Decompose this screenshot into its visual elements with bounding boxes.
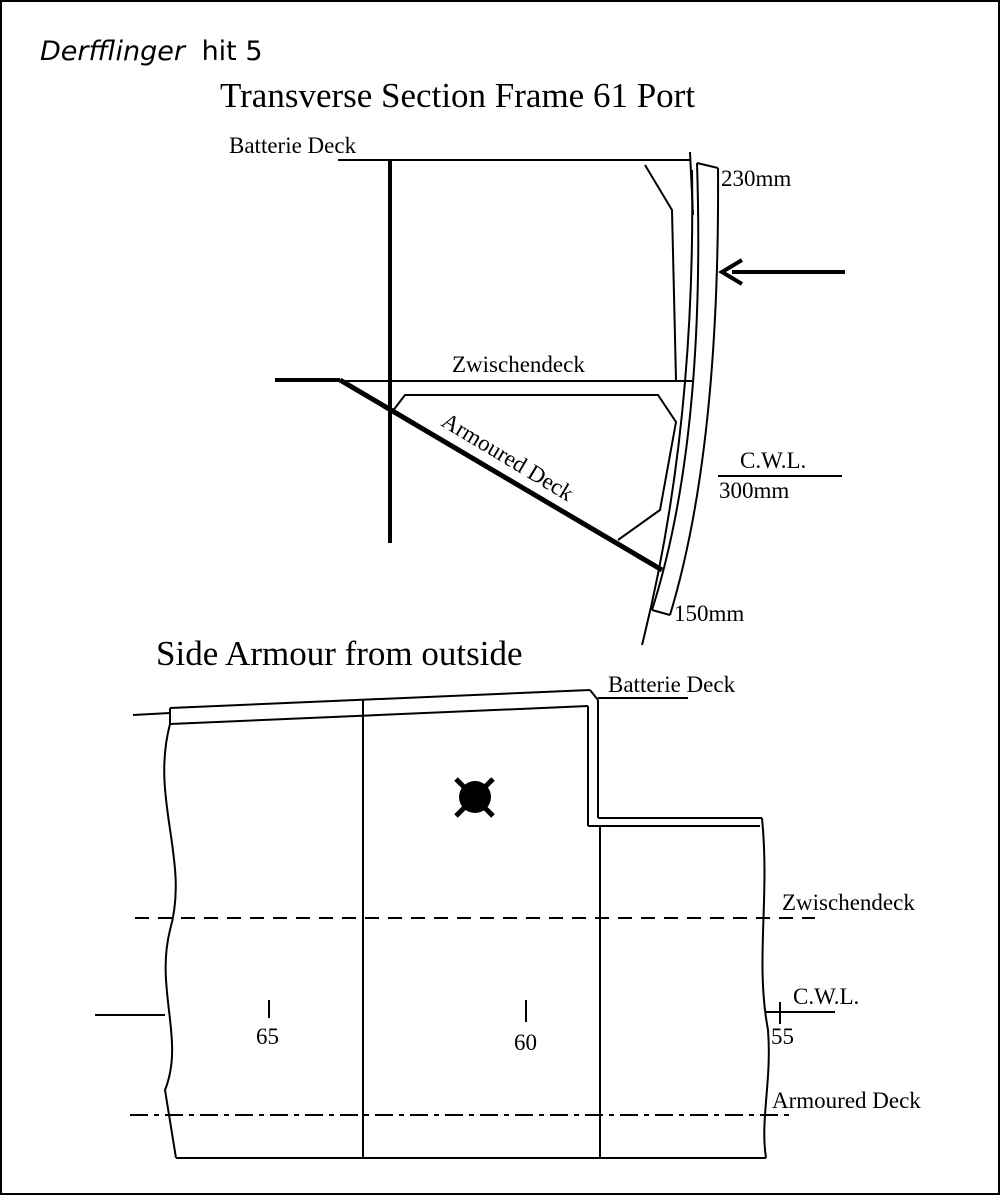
top-edge-lower [169, 705, 589, 725]
section-title: Transverse Section Frame 61 Port [220, 76, 695, 115]
label-cwl-section: C.W.L. [740, 448, 806, 473]
label-150mm: 150mm [674, 601, 744, 626]
upper-bulkhead [644, 164, 677, 381]
label-batterie-deck-section: Batterie Deck [229, 133, 357, 158]
hit-label: hit 5 [202, 36, 263, 67]
right-break-edge [761, 817, 770, 1159]
left-break-edge [163, 723, 177, 1159]
transverse-section-drawing [275, 151, 845, 646]
label-armoured-deck-section: Armoured Deck [437, 408, 578, 506]
frame-number-60: 60 [514, 1030, 537, 1055]
label-300mm: 300mm [719, 478, 789, 503]
armour-top-edge [696, 162, 719, 169]
side-armour-inner [651, 162, 700, 611]
ship-name: Derfflinger [40, 36, 187, 67]
side-armour-outer [669, 167, 720, 616]
side-title: Side Armour from outside [156, 634, 523, 673]
label-armoured-deck-side: Armoured Deck [772, 1088, 921, 1113]
side-armour-drawing [95, 689, 835, 1159]
top-edge-upper [169, 689, 591, 709]
shell-hole-marker [454, 777, 495, 818]
armour-bottom-edge [651, 609, 671, 616]
hit-arrow-head [718, 258, 744, 286]
left-stub-top [132, 712, 171, 716]
label-zwischendeck-section: Zwischendeck [452, 352, 585, 377]
hull-plating [641, 169, 694, 646]
step-corner [589, 689, 599, 701]
frame-number-55: 55 [771, 1024, 794, 1049]
armoured-deck-line [338, 377, 664, 573]
frame-number-65: 65 [256, 1024, 279, 1049]
label-230mm: 230mm [721, 166, 791, 191]
figure-header: Derfflinger hit 5 [40, 36, 263, 67]
label-zwischendeck-side: Zwischendeck [782, 890, 915, 915]
label-batterie-deck-side: Batterie Deck [608, 672, 736, 697]
lower-bulkhead [391, 394, 678, 541]
label-cwl-side: C.W.L. [793, 984, 859, 1009]
